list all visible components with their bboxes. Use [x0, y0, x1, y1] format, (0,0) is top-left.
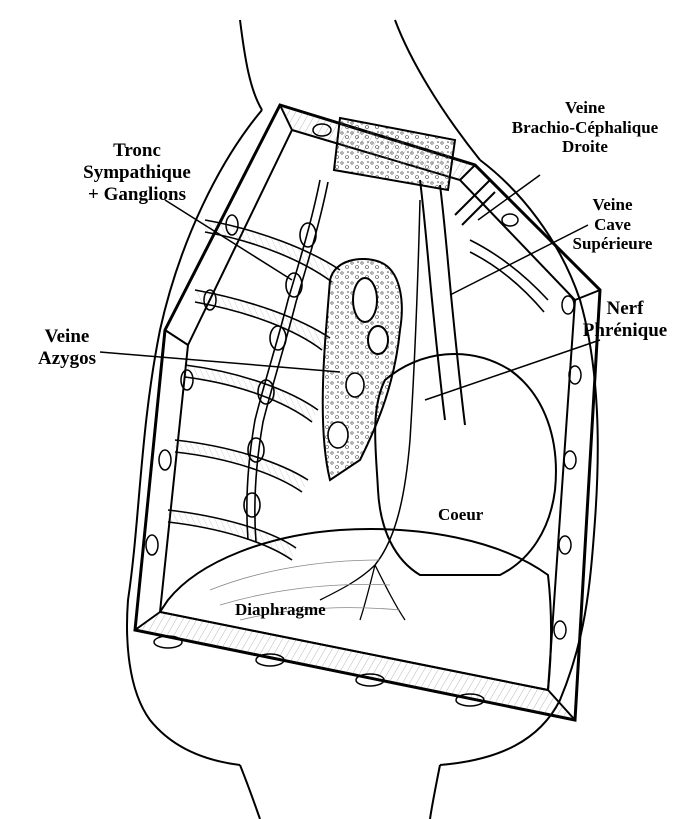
label-veine-azygos: Veine Azygos: [22, 326, 112, 370]
heart: [375, 354, 556, 575]
leader-azygos: [100, 352, 340, 372]
label-nerf-phrenique: Nerf Phrénique: [570, 298, 680, 342]
label-coeur: Coeur: [438, 505, 483, 525]
vessels: [320, 180, 495, 620]
leader-nerf: [425, 340, 600, 400]
label-veine-cave-superieure: Veine Cave Supérieure: [555, 195, 670, 254]
label-tronc-sympathique: Tronc Sympathique + Ganglions: [52, 140, 222, 206]
label-veine-brachio-cephalique: Veine Brachio-Céphalique Droite: [495, 98, 675, 157]
clavicle-block: [334, 118, 455, 190]
label-diaphragme: Diaphragme: [235, 600, 326, 620]
